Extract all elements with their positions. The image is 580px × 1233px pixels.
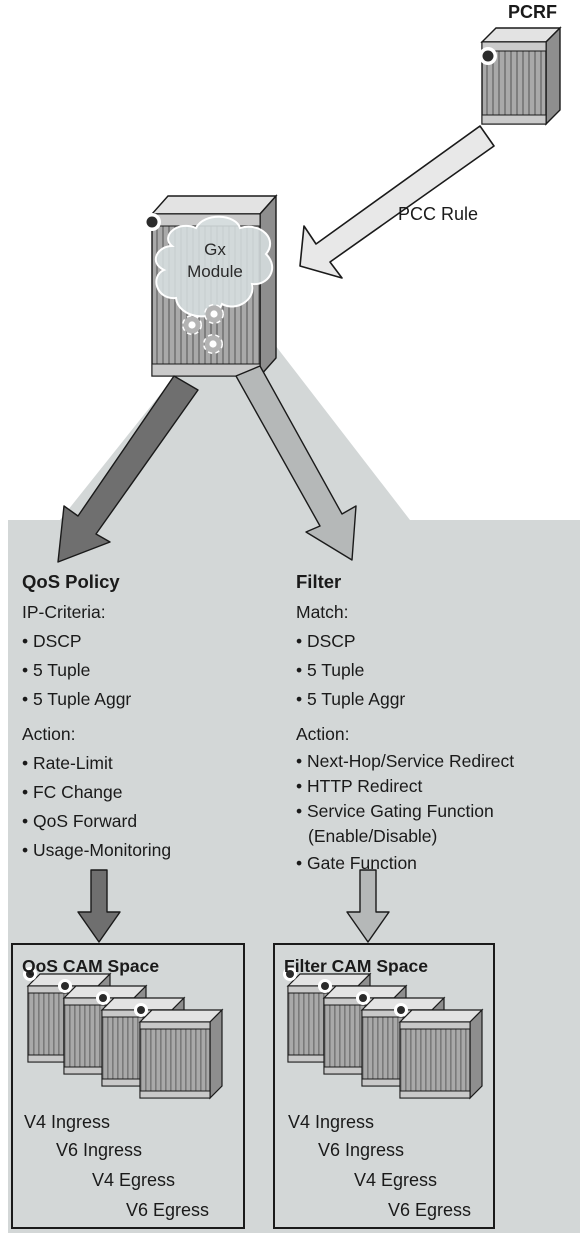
filter-action-item: • Service Gating Function <box>296 801 494 821</box>
qos-criteria-heading: IP-Criteria: <box>22 602 106 622</box>
qos-cam-table-label: V4 Ingress <box>24 1112 111 1132</box>
qos-cam-arrow <box>77 869 121 943</box>
status-dot <box>134 1003 148 1017</box>
filter-action-item: • HTTP Redirect <box>296 776 423 796</box>
qos-cam-table-label: V4 Egress <box>92 1170 176 1190</box>
qos-cam-table-label: V6 Ingress <box>56 1140 143 1160</box>
qos-cam-table-label: V6 Egress <box>126 1200 210 1220</box>
qos-action-heading: Action: <box>22 724 76 744</box>
qos-cam-box <box>11 943 245 1229</box>
filter-criteria-item: • 5 Tuple Aggr <box>296 689 406 709</box>
status-dot <box>356 991 370 1005</box>
filter-column: Filter Match: • DSCP • 5 Tuple • 5 Tuple… <box>296 566 514 878</box>
filter-action-item: (Enable/Disable) <box>308 826 438 846</box>
filter-criteria-heading: Match: <box>296 602 349 622</box>
status-dot <box>96 991 110 1005</box>
pcc-rule-arrow <box>299 125 495 279</box>
filter-action-item: • Gate Function <box>296 853 417 873</box>
pcrf-label: PCRF <box>508 2 557 22</box>
qos-policy-title: QoS Policy <box>22 571 120 592</box>
qos-action-item: • Usage-Monitoring <box>22 840 172 860</box>
filter-cam-title: Filter CAM Space <box>284 956 428 976</box>
gear-icon <box>182 315 202 335</box>
gx-module-chassis <box>143 194 278 378</box>
status-dot <box>318 979 332 993</box>
qos-criteria-item: • 5 Tuple <box>22 660 91 680</box>
pcc-rule-label: PCC Rule <box>398 204 479 224</box>
qos-action-item: • FC Change <box>22 782 123 802</box>
filter-action-item: • Next-Hop/Service Redirect <box>296 751 515 771</box>
filter-cam-arrow <box>346 869 390 943</box>
filter-action-heading: Action: <box>296 724 350 744</box>
status-dot <box>58 979 72 993</box>
filter-criteria-item: • 5 Tuple <box>296 660 365 680</box>
status-dot <box>394 1003 408 1017</box>
gear-icon <box>203 334 223 354</box>
filter-cam-table-label: V4 Ingress <box>288 1112 375 1132</box>
qos-action-item: • QoS Forward <box>22 811 138 831</box>
qos-criteria-item: • 5 Tuple Aggr <box>22 689 132 709</box>
filter-criteria-item: • DSCP <box>296 631 356 651</box>
gear-icon <box>204 304 224 324</box>
filter-cam-table-label: V6 Egress <box>388 1200 472 1220</box>
qos-cam-title: QoS CAM Space <box>22 956 160 976</box>
gx-module-line1: Gx <box>204 240 226 259</box>
qos-policy-column: QoS Policy IP-Criteria: • DSCP • 5 Tuple… <box>22 566 171 865</box>
filter-arrow <box>235 365 357 561</box>
filter-cam-table-label: V6 Ingress <box>318 1140 405 1160</box>
filter-cam-box <box>273 943 495 1229</box>
pcrf-chassis <box>479 26 562 126</box>
qos-action-item: • Rate-Limit <box>22 753 113 773</box>
filter-cam-table-label: V4 Egress <box>354 1170 438 1190</box>
qos-criteria-item: • DSCP <box>22 631 82 651</box>
qos-policy-arrow <box>57 375 199 563</box>
filter-title: Filter <box>296 571 342 592</box>
gx-module-line2: Module <box>187 262 243 281</box>
